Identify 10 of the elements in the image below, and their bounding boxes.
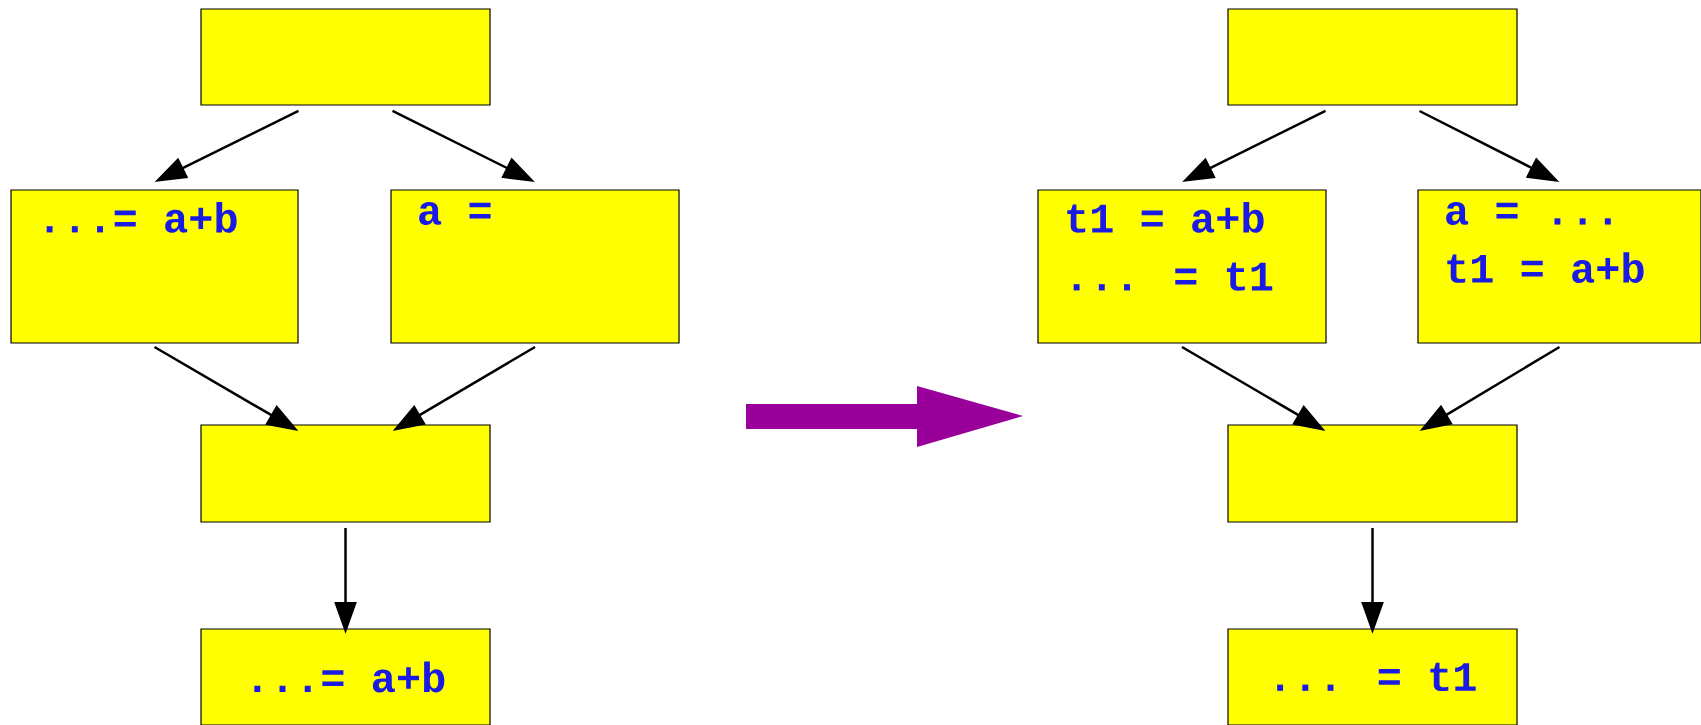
block-box bbox=[200, 424, 491, 523]
block-box bbox=[200, 8, 491, 106]
code-block: a = ... t1 = a+b bbox=[1417, 189, 1701, 344]
code-block: ...= a+b bbox=[10, 189, 299, 344]
block-box bbox=[1227, 424, 1518, 523]
code-block: t1 = a+b ... = t1 bbox=[1037, 189, 1327, 344]
block-box bbox=[1227, 8, 1518, 106]
code-block: ...= a+b bbox=[200, 628, 491, 725]
code-block: ... = t1 bbox=[1227, 628, 1518, 725]
code-block: a = bbox=[390, 189, 680, 344]
